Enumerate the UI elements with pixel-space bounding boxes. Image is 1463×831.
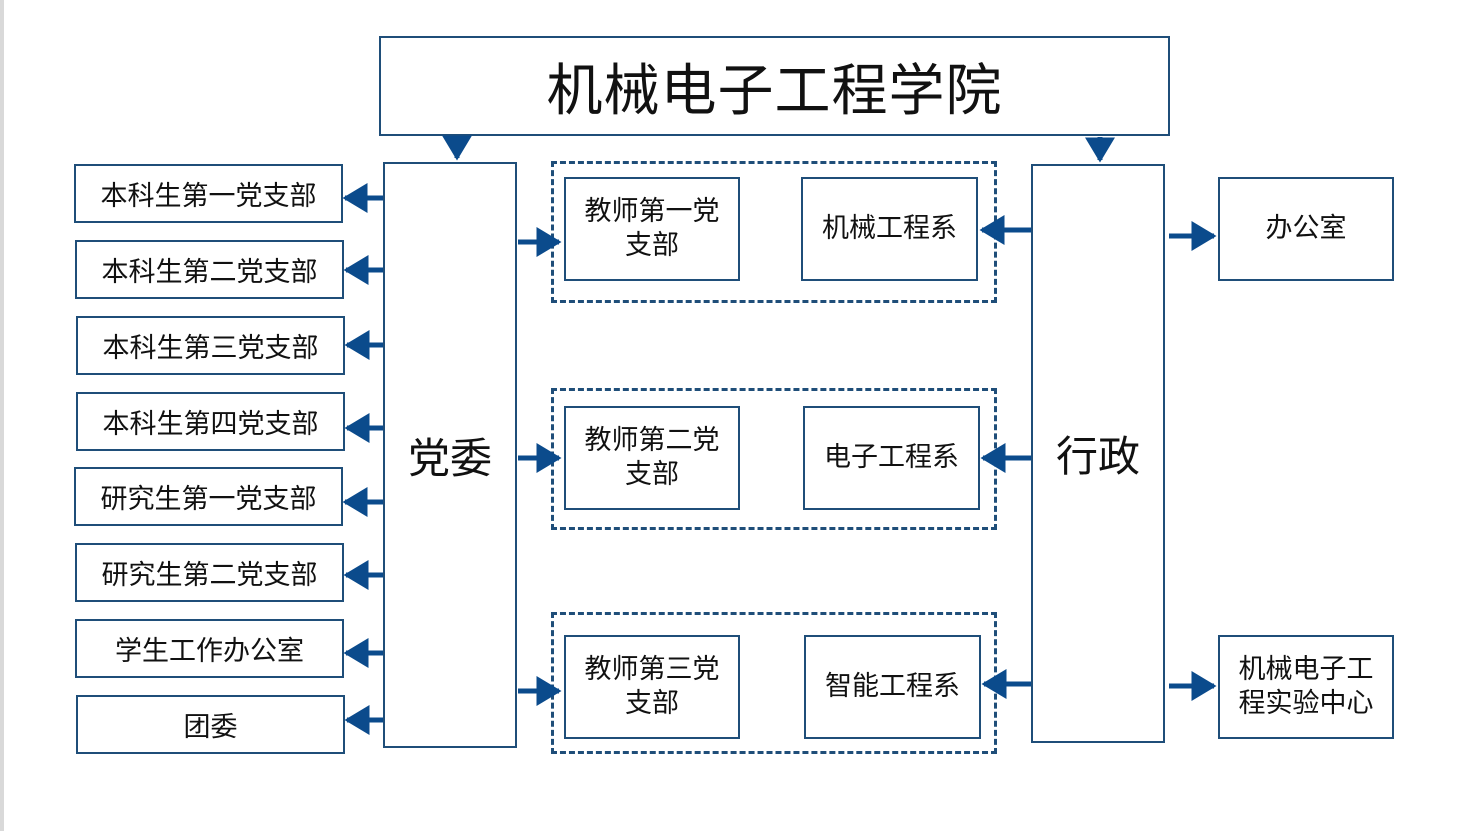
teacher-branch-line2: 支部 xyxy=(625,688,679,719)
party-branch-label: 研究生第一党支部 xyxy=(100,484,317,515)
teacher-branch-line1: 教师第一党 xyxy=(584,196,720,227)
college-title-box: 机械电子工程学院 xyxy=(379,36,1170,136)
teacher-branch-line2: 支部 xyxy=(625,459,679,490)
department-label: 电子工程系 xyxy=(824,442,959,473)
office-label: 办公室 xyxy=(1265,213,1347,244)
page-edge xyxy=(0,0,4,831)
department-box: 智能工程系 xyxy=(804,635,981,739)
party-branch-label: 本科生第三党支部 xyxy=(102,333,319,364)
department-label: 智能工程系 xyxy=(825,671,960,702)
party-committee-box: 党委 xyxy=(383,162,517,748)
party-committee-label: 党委 xyxy=(407,433,492,483)
party-branch-box: 研究生第二党支部 xyxy=(75,543,344,602)
lab-center-line2: 程实验中心 xyxy=(1238,688,1374,719)
college-title: 机械电子工程学院 xyxy=(546,58,1003,124)
party-branch-label: 本科生第一党支部 xyxy=(100,181,317,212)
teacher-branch-line1: 教师第二党 xyxy=(584,425,720,456)
youth-league-box: 团委 xyxy=(76,695,345,754)
office-box: 办公室 xyxy=(1218,177,1394,281)
party-branch-box: 本科生第二党支部 xyxy=(75,240,344,299)
party-branch-label: 研究生第二党支部 xyxy=(101,560,318,591)
teacher-branch-line1: 教师第三党 xyxy=(584,654,720,685)
teacher-branch-line2: 支部 xyxy=(625,230,679,261)
lab-center-line1: 机械电子工 xyxy=(1238,654,1374,685)
teacher-branch-box: 教师第一党 支部 xyxy=(564,177,740,281)
party-branch-label: 本科生第四党支部 xyxy=(102,409,319,440)
party-branch-box: 本科生第一党支部 xyxy=(74,164,343,223)
youth-league-label: 团委 xyxy=(183,712,238,743)
party-branch-label: 本科生第二党支部 xyxy=(101,257,318,288)
lab-center-box: 机械电子工 程实验中心 xyxy=(1218,635,1394,739)
party-branch-box: 本科生第三党支部 xyxy=(76,316,345,375)
department-label: 机械工程系 xyxy=(822,213,957,244)
administration-label: 行政 xyxy=(1055,432,1140,481)
department-box: 机械工程系 xyxy=(801,177,978,281)
teacher-branch-box: 教师第二党 支部 xyxy=(564,406,740,510)
student-affairs-office-label: 学生工作办公室 xyxy=(115,636,304,667)
party-branch-box: 本科生第四党支部 xyxy=(76,392,345,451)
party-branch-box: 研究生第一党支部 xyxy=(74,467,343,526)
teacher-branch-box: 教师第三党 支部 xyxy=(564,635,740,739)
student-affairs-office-box: 学生工作办公室 xyxy=(75,619,344,678)
department-box: 电子工程系 xyxy=(803,406,980,510)
administration-box: 行政 xyxy=(1031,164,1165,743)
